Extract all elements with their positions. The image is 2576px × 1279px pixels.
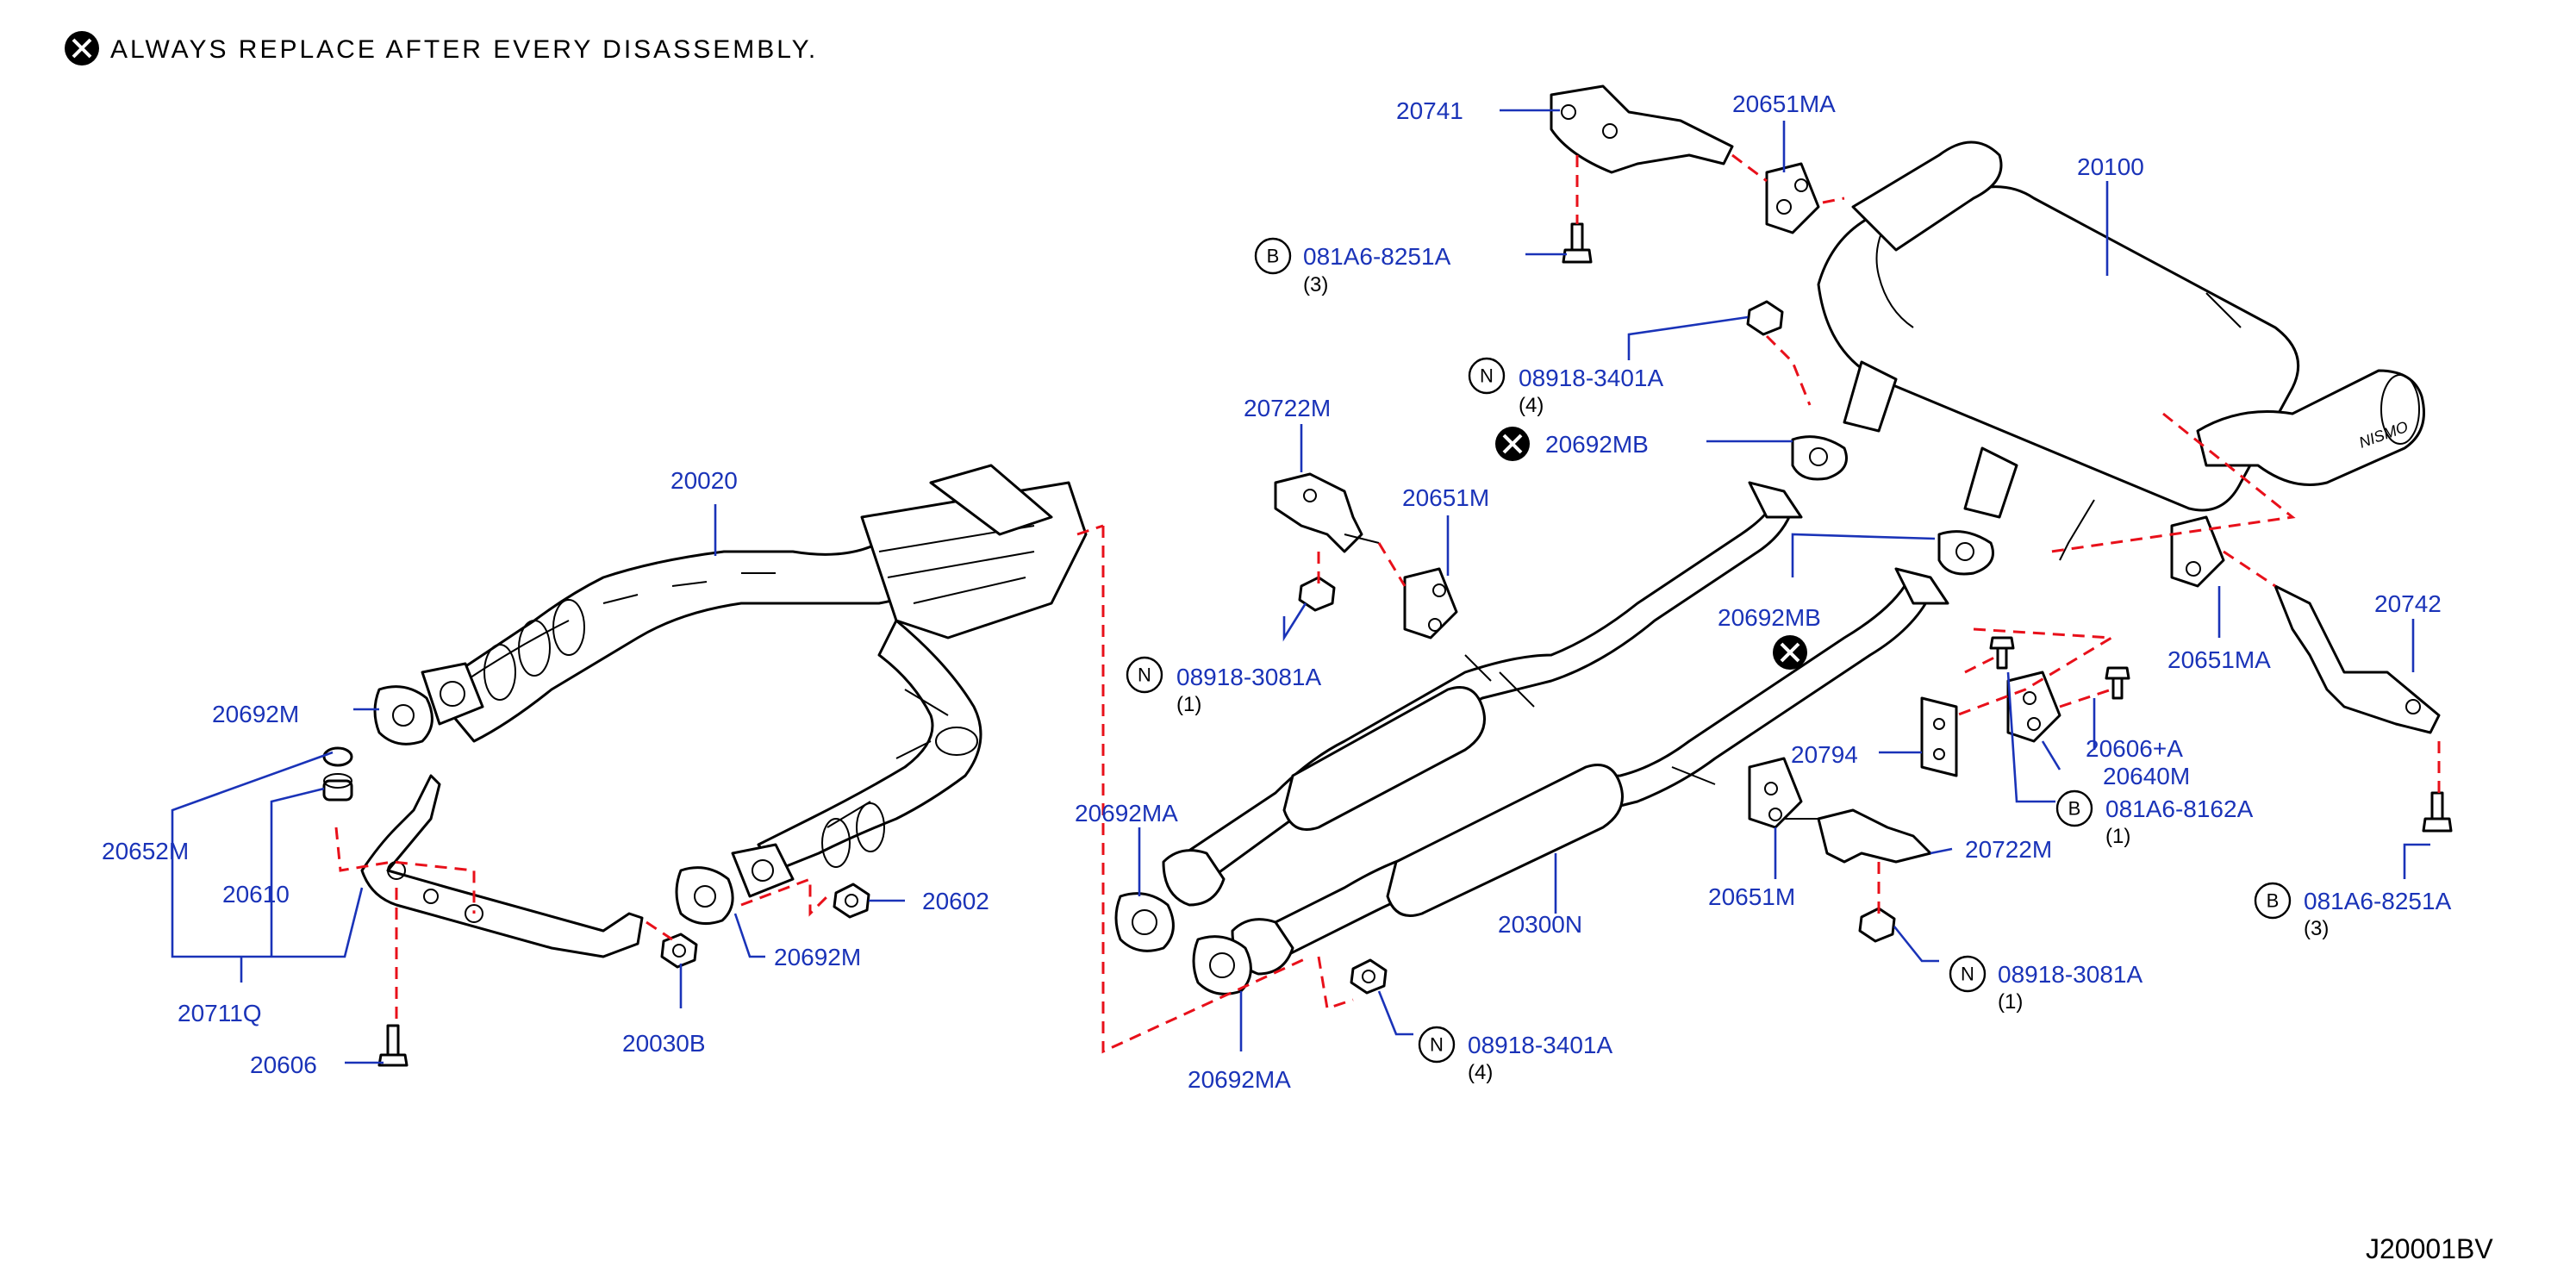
nut-08918-3401A-bottom — [1350, 958, 1388, 995]
nut-20602 — [833, 883, 870, 919]
label-20722M-top: 20722M — [1244, 395, 1331, 421]
svg-text:B: B — [2068, 798, 2081, 820]
label-20692MA-left: 20692MA — [1075, 800, 1178, 827]
label-20692MB-mid: 20692MB — [1718, 604, 1821, 631]
label-20100: 20100 — [2077, 153, 2144, 180]
gasket-20692MA-left — [1114, 892, 1175, 952]
label-20652M: 20652M — [102, 838, 189, 864]
main-muffler-20100: NISMO — [1817, 140, 2425, 561]
bolt-symbol-right: B — [2254, 882, 2292, 920]
label-08918-3081A-left: 08918-3081A — [1176, 664, 1321, 690]
gasket-20692MA-bottom — [1192, 935, 1252, 995]
insulator-20651M-top — [1403, 567, 1458, 640]
bolt-symbol-top: B — [1254, 237, 1292, 275]
front-tube-20020 — [421, 464, 1088, 898]
gasket-20692MB-top — [1791, 435, 1848, 481]
label-081A6-8162A: 081A6-8162A — [2105, 795, 2254, 822]
gasket-20692M-bottom — [675, 866, 734, 926]
nut-symbol-left: N — [1126, 656, 1163, 694]
label-20606: 20606 — [250, 1051, 317, 1078]
label-081A6-8251A-right: 081A6-8251A — [2304, 888, 2452, 914]
label-20692M-bottom: 20692M — [774, 944, 861, 970]
replace-note: ALWAYS REPLACE AFTER EVERY DISASSEMBLY. — [65, 31, 818, 66]
center-tube-20300N — [1162, 481, 1949, 976]
bracket-20722M-top — [1274, 472, 1380, 553]
label-20640M: 20640M — [2103, 763, 2190, 789]
nut-08918-3081A-bottom — [1858, 907, 1896, 943]
nut-symbol-bottom-left: N — [1418, 1026, 1456, 1064]
nut-20030B — [660, 933, 698, 969]
label-20742: 20742 — [2374, 590, 2442, 617]
diagram-code: J20001BV — [2366, 1233, 2493, 1264]
svg-text:N: N — [1480, 365, 1494, 387]
insulator-stack — [322, 746, 353, 802]
bolt-symbol-8162A: B — [2055, 789, 2093, 827]
label-20722M-bottom: 20722M — [1965, 836, 2052, 863]
label-20741: 20741 — [1396, 97, 1463, 124]
nut-08918-3401A-top — [1746, 300, 1784, 336]
bolt-081A6-8251A-right — [2422, 791, 2453, 833]
bracket-20711Q — [360, 774, 644, 958]
gasket-20692MB-mid — [1937, 530, 1994, 576]
bolt-081A6-8162A — [1989, 636, 2015, 670]
svg-text:B: B — [2267, 890, 2280, 912]
label-20300N: 20300N — [1498, 911, 1582, 938]
bolt-20606A — [2105, 666, 2130, 700]
label-20711Q: 20711Q — [178, 1000, 262, 1026]
label-20794: 20794 — [1791, 741, 1858, 768]
label-20030B: 20030B — [622, 1030, 706, 1057]
svg-text:N: N — [1430, 1034, 1444, 1056]
label-20020: 20020 — [671, 467, 738, 494]
qty-081A6-8251A-right: (3) — [2304, 917, 2329, 940]
label-08918-3081A-bottom: 08918-3081A — [1998, 961, 2143, 988]
label-20692MA-bottom: 20692MA — [1188, 1066, 1291, 1093]
svg-text:N: N — [1138, 664, 1151, 686]
label-081A6-8251A-top: 081A6-8251A — [1303, 243, 1451, 270]
bolt-20606 — [377, 1024, 409, 1067]
gasket-20692M-left — [373, 685, 433, 746]
label-20692M-left: 20692M — [212, 701, 299, 727]
bracket-20742 — [2273, 584, 2441, 734]
insulator-20640M — [2006, 671, 2061, 743]
bolt-081A6-8251A-top — [1562, 222, 1593, 264]
alignment-lines — [334, 153, 2441, 1054]
svg-text:N: N — [1961, 964, 1974, 985]
qty-08918-3081A-left: (1) — [1176, 693, 1201, 716]
svg-text:B: B — [1267, 246, 1280, 267]
label-20651MA-top: 20651MA — [1732, 90, 1836, 117]
insulator-20651MA-top — [1765, 162, 1820, 234]
label-20651MA-right: 20651MA — [2167, 646, 2271, 673]
label-08918-3401A-bottom: 08918-3401A — [1468, 1032, 1612, 1058]
bracket-20741 — [1550, 84, 1734, 174]
replace-symbol-icon — [1773, 635, 1807, 670]
qty-08918-3081A-bottom: (1) — [1998, 990, 2023, 1014]
replace-note-text: ALWAYS REPLACE AFTER EVERY DISASSEMBLY. — [110, 35, 818, 64]
label-20606A: 20606+A — [2086, 735, 2183, 762]
label-08918-3401A-top: 08918-3401A — [1519, 365, 1663, 391]
replace-symbol-icon — [1495, 427, 1530, 461]
qty-081A6-8162A: (1) — [2105, 825, 2130, 848]
label-20692MB-top: 20692MB — [1545, 431, 1649, 458]
nut-symbol-bottom: N — [1949, 955, 1987, 993]
qty-081A6-8251A-top: (3) — [1303, 273, 1328, 296]
label-20651M-bottom: 20651M — [1708, 883, 1795, 910]
nut-symbol-top: N — [1468, 357, 1506, 395]
label-20602: 20602 — [922, 888, 989, 914]
label-20610: 20610 — [222, 881, 290, 908]
bracket-20794 — [1920, 696, 1958, 777]
insulator-20651M-bottom — [1748, 757, 1803, 829]
leader-lines — [171, 109, 2430, 1064]
insulator-20651MA-right — [2170, 515, 2225, 588]
qty-08918-3401A-top: (4) — [1519, 394, 1544, 417]
bracket-20722M-bottom — [1784, 808, 1932, 864]
part-labels: 20741 20651MA 20100 B 081A6-8251A (3) N … — [102, 90, 2452, 1093]
label-20651M-top: 20651M — [1402, 484, 1489, 511]
qty-08918-3401A-bottom: (4) — [1468, 1061, 1493, 1084]
